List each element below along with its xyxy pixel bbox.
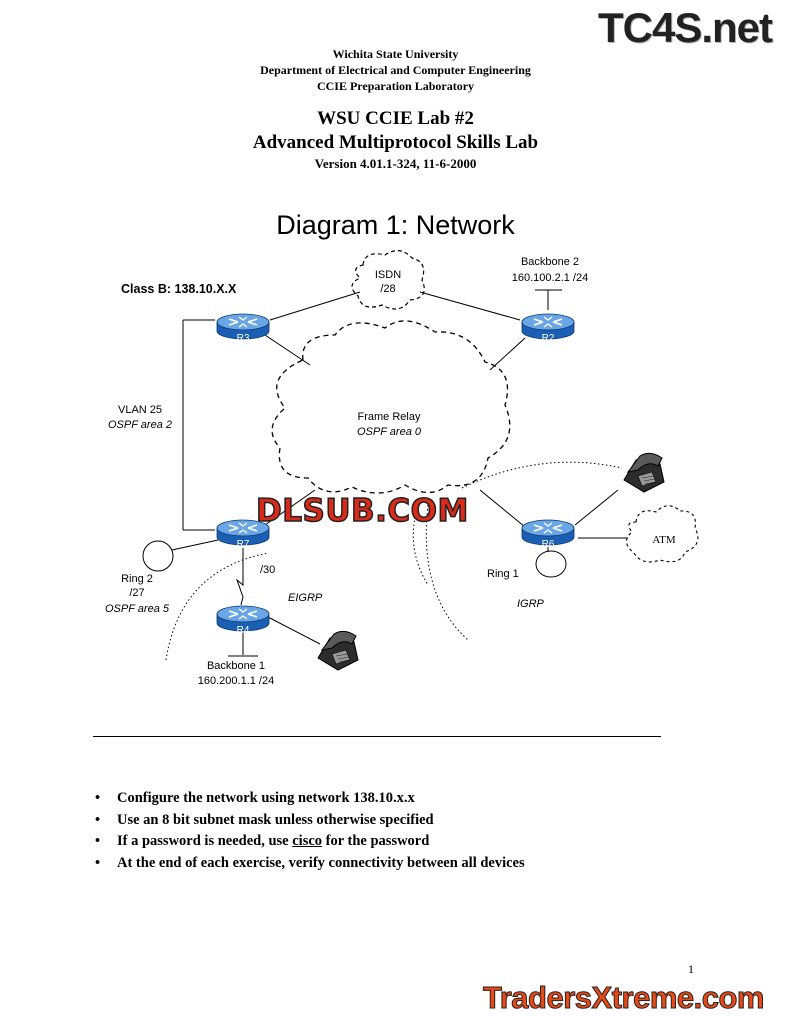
router-label-r7: R7 bbox=[237, 539, 250, 550]
isdn-cloud bbox=[351, 250, 425, 310]
frame-relay-label: Frame Relay bbox=[358, 411, 421, 423]
isdn-label: ISDN bbox=[375, 269, 401, 281]
watermark-bottom: TradersXtreme.com bbox=[483, 980, 765, 1016]
diagram-title: Diagram 1: Network bbox=[276, 210, 515, 240]
backbone1-label: Backbone 1 bbox=[207, 660, 265, 672]
ring2-mask: /27 bbox=[129, 587, 144, 599]
backbone1-addr: 160.200.1.1 /24 bbox=[198, 675, 274, 687]
watermark-top: TC4S.net bbox=[598, 4, 773, 51]
vlan-label: VLAN 25 bbox=[118, 404, 162, 416]
igrp-label: IGRP bbox=[517, 598, 545, 610]
list-item: •Use an 8 bit subnet mask unless otherwi… bbox=[95, 811, 434, 828]
eigrp-label: EIGRP bbox=[288, 592, 323, 604]
department-name: Department of Electrical and Computer En… bbox=[260, 63, 531, 77]
lab-name: CCIE Preparation Laboratory bbox=[316, 79, 475, 93]
section-divider bbox=[93, 736, 661, 737]
backbone2-addr: 160.100.2.1 /24 bbox=[512, 272, 588, 284]
atm-label: ATM bbox=[652, 534, 675, 546]
list-item: •If a password is needed, use cisco for … bbox=[95, 833, 430, 849]
serial-mask-label: /30 bbox=[260, 564, 275, 576]
vlan-area: OSPF area 2 bbox=[108, 419, 172, 431]
router-label-r4: R4 bbox=[237, 625, 250, 636]
ring1-label: Ring 1 bbox=[487, 568, 519, 580]
phone-icon bbox=[317, 630, 359, 671]
ring2-area: OSPF area 5 bbox=[105, 603, 170, 615]
ring2-circle bbox=[142, 540, 174, 572]
doc-version: Version 4.01.1-324, 11-6-2000 bbox=[314, 156, 477, 171]
backbone2-label: Backbone 2 bbox=[521, 256, 579, 268]
isdn-mask: /28 bbox=[380, 283, 395, 295]
frame-relay-cloud bbox=[271, 320, 511, 494]
router-label-r3: R3 bbox=[237, 333, 250, 344]
watermark-middle: DLSUB.COM bbox=[255, 492, 469, 530]
ring1-circle bbox=[535, 550, 567, 578]
class-b-label: Class B: 138.10.X.X bbox=[121, 282, 237, 296]
list-item: •At the end of each exercise, verify con… bbox=[95, 854, 525, 871]
list-item: •Configure the network using network 138… bbox=[95, 790, 415, 806]
password-text: cisco bbox=[292, 833, 323, 849]
router-label-r6: R6 bbox=[542, 539, 555, 550]
university-name: Wichita State University bbox=[332, 47, 459, 61]
page-number: 1 bbox=[688, 962, 694, 976]
ring2-label: Ring 2 bbox=[121, 573, 153, 585]
doc-title: WSU CCIE Lab #2 bbox=[317, 108, 474, 129]
doc-subtitle: Advanced Multiprotocol Skills Lab bbox=[252, 132, 539, 153]
router-label-r2: R2 bbox=[542, 333, 555, 344]
frame-relay-area: OSPF area 0 bbox=[357, 426, 422, 438]
phone-icon bbox=[623, 452, 665, 493]
instructions-list: •Configure the network using network 138… bbox=[93, 788, 525, 874]
